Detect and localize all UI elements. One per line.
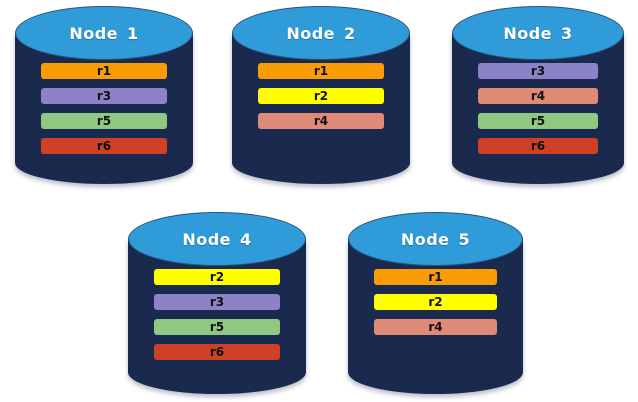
node-4-title-word: Node <box>182 230 232 249</box>
node-2-title-number: 2 <box>344 24 356 43</box>
node-3-record-r5[interactable]: r5 <box>478 113 598 129</box>
node-4-record-list: r2 r3 r5 r6 <box>154 269 280 369</box>
node-4-record-r2[interactable]: r2 <box>154 269 280 285</box>
node-1-title-number: 1 <box>127 24 139 43</box>
node-1-record-r1[interactable]: r1 <box>41 63 167 79</box>
node-2-title-word: Node <box>286 24 336 43</box>
node-4-title-number: 4 <box>240 230 252 249</box>
node-2-cylinder-top <box>232 6 410 60</box>
node-4-cylinder-top <box>128 212 306 266</box>
node-2-record-r2[interactable]: r2 <box>258 88 384 104</box>
node-2[interactable]: Node 2 r1 r2 r4 <box>232 6 410 184</box>
node-2-record-r1[interactable]: r1 <box>258 63 384 79</box>
node-3[interactable]: Node 3 r3 r4 r5 r6 <box>452 6 624 184</box>
node-5-title-word: Node <box>400 230 450 249</box>
node-4-record-r3[interactable]: r3 <box>154 294 280 310</box>
node-4-record-r6[interactable]: r6 <box>154 344 280 360</box>
node-1-record-r6[interactable]: r6 <box>41 138 167 154</box>
node-3-title-number: 3 <box>561 24 573 43</box>
node-3-record-r3[interactable]: r3 <box>478 63 598 79</box>
node-1-record-list: r1 r3 r5 r6 <box>41 63 167 163</box>
node-4-title: Node 4 <box>128 230 306 249</box>
node-3-cylinder-top <box>452 6 624 60</box>
node-1-title-word: Node <box>69 24 119 43</box>
node-2-record-list: r1 r2 r4 <box>258 63 384 138</box>
node-4[interactable]: Node 4 r2 r3 r5 r6 <box>128 212 306 394</box>
node-1-record-r3[interactable]: r3 <box>41 88 167 104</box>
node-3-title-word: Node <box>503 24 553 43</box>
node-1[interactable]: Node 1 r1 r3 r5 r6 <box>15 6 193 184</box>
node-3-record-r4[interactable]: r4 <box>478 88 598 104</box>
node-5-record-r2[interactable]: r2 <box>374 294 497 310</box>
node-2-record-r4[interactable]: r4 <box>258 113 384 129</box>
node-5-record-list: r1 r2 r4 <box>374 269 497 344</box>
node-3-record-list: r3 r4 r5 r6 <box>478 63 598 163</box>
node-1-title: Node 1 <box>15 24 193 43</box>
node-1-cylinder-top <box>15 6 193 60</box>
node-5-record-r4[interactable]: r4 <box>374 319 497 335</box>
node-5-title: Node 5 <box>348 230 523 249</box>
node-3-record-r6[interactable]: r6 <box>478 138 598 154</box>
node-4-record-r5[interactable]: r5 <box>154 319 280 335</box>
node-5-cylinder-top <box>348 212 523 266</box>
node-5[interactable]: Node 5 r1 r2 r4 <box>348 212 523 394</box>
node-5-record-r1[interactable]: r1 <box>374 269 497 285</box>
node-5-title-number: 5 <box>458 230 471 249</box>
node-3-title: Node 3 <box>452 24 624 43</box>
node-2-title: Node 2 <box>232 24 410 43</box>
node-1-record-r5[interactable]: r5 <box>41 113 167 129</box>
